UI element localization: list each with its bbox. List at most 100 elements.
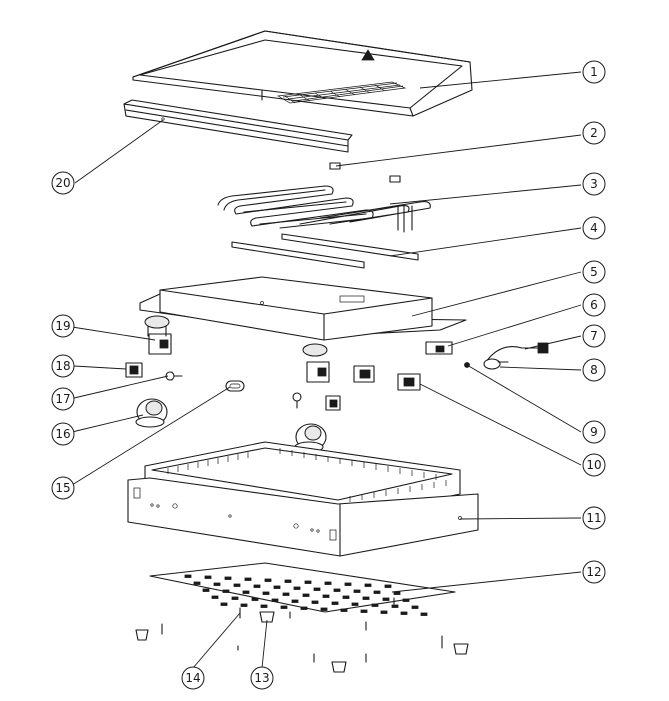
- callout-10: 10: [582, 453, 606, 477]
- callout-18: 18: [51, 354, 75, 378]
- plate-hole: [360, 609, 368, 613]
- part-power-cord: [485, 342, 549, 363]
- plate-hole: [384, 584, 392, 588]
- svg-text:7: 7: [590, 329, 598, 343]
- plate-hole: [242, 590, 250, 594]
- part-bottom-plate: [149, 562, 456, 616]
- plate-hole: [273, 585, 281, 589]
- callout-20: 20: [51, 171, 75, 195]
- callout-15: 15: [51, 476, 75, 500]
- part-knob-right: [294, 423, 327, 453]
- svg-text:5: 5: [590, 265, 598, 279]
- callout-13: 13: [250, 666, 274, 690]
- callout-7: 7: [582, 324, 606, 348]
- plate-hole: [202, 588, 210, 592]
- plate-hole: [382, 597, 390, 601]
- svg-text:9: 9: [590, 425, 598, 439]
- plate-hole: [364, 583, 372, 587]
- plate-hole: [351, 602, 359, 606]
- plate-hole: [271, 598, 279, 602]
- plate-hole: [240, 603, 248, 607]
- svg-text:19: 19: [55, 319, 70, 333]
- plate-hole: [322, 594, 330, 598]
- plate-hole: [320, 607, 328, 611]
- callout-8: 8: [582, 358, 606, 382]
- plate-hole: [342, 595, 350, 599]
- plate-hole: [244, 577, 252, 581]
- housing-vents: [167, 448, 447, 502]
- plate-hole: [391, 604, 399, 608]
- part-misc-small: [292, 392, 341, 411]
- plate-hole: [411, 605, 419, 609]
- plate-hole: [253, 584, 261, 588]
- part-grommet: [225, 380, 245, 392]
- plate-hole: [260, 604, 268, 608]
- callout-1: 1: [582, 60, 606, 84]
- griddle-ribbed-area: [276, 81, 407, 104]
- svg-text:1: 1: [590, 65, 598, 79]
- svg-text:6: 6: [590, 298, 598, 312]
- plate-hole: [331, 601, 339, 605]
- plate-hole: [344, 582, 352, 586]
- plate-hole: [224, 576, 232, 580]
- plate-hole: [324, 581, 332, 585]
- plate-hole: [251, 597, 259, 601]
- callout-17: 17: [51, 387, 75, 411]
- callout-3: 3: [582, 172, 606, 196]
- part-thermostat-left: [144, 315, 172, 355]
- plate-hole: [280, 605, 288, 609]
- svg-text:2: 2: [590, 126, 598, 140]
- callouts: 1 2 3 4 5 6 7 8 9 10 11 12 13 14 15 16 1…: [51, 60, 606, 690]
- svg-text:18: 18: [55, 359, 70, 373]
- part-screw: [165, 371, 183, 381]
- plate-hole: [311, 600, 319, 604]
- svg-text:12: 12: [586, 565, 601, 579]
- plate-hole: [282, 592, 290, 596]
- part-heater-tray: [139, 276, 467, 341]
- svg-text:8: 8: [590, 363, 598, 377]
- plate-hole: [184, 574, 192, 578]
- svg-text:15: 15: [55, 481, 70, 495]
- callout-14: 14: [181, 666, 205, 690]
- plate-hole: [204, 575, 212, 579]
- plate-hole: [313, 587, 321, 591]
- part-housing: [127, 441, 479, 557]
- plate-hole: [193, 581, 201, 585]
- part-strain-relief: [483, 358, 509, 370]
- svg-text:16: 16: [55, 427, 70, 441]
- plate-hole: [373, 590, 381, 594]
- plate-hole: [213, 582, 221, 586]
- callout-16: 16: [51, 422, 75, 446]
- plate-hole: [340, 608, 348, 612]
- plate-hole: [291, 599, 299, 603]
- svg-text:17: 17: [55, 392, 70, 406]
- part-pilot-light: [125, 362, 143, 378]
- svg-text:4: 4: [590, 221, 598, 235]
- svg-text:11: 11: [586, 511, 601, 525]
- plate-hole: [371, 603, 379, 607]
- plate-hole: [362, 596, 370, 600]
- plate-hole: [353, 589, 361, 593]
- plate-hole: [402, 598, 410, 602]
- bottom-plate-holes: [184, 574, 428, 616]
- svg-text:14: 14: [185, 671, 200, 685]
- plate-hole: [304, 580, 312, 584]
- part-support-bars: [231, 233, 419, 269]
- plate-hole: [211, 595, 219, 599]
- callout-2: 2: [582, 121, 606, 145]
- plate-hole: [231, 596, 239, 600]
- plate-hole: [220, 602, 228, 606]
- part-knob-left: [135, 398, 168, 428]
- plate-hole: [300, 606, 308, 610]
- plate-hole: [262, 591, 270, 595]
- plate-hole: [222, 589, 230, 593]
- part-front-rail: [123, 99, 353, 153]
- plate-hole: [302, 593, 310, 597]
- part-clips: [329, 162, 401, 183]
- plate-hole: [420, 612, 428, 616]
- leader-lines: [71, 71, 582, 669]
- callout-4: 4: [582, 216, 606, 240]
- plate-hole: [380, 610, 388, 614]
